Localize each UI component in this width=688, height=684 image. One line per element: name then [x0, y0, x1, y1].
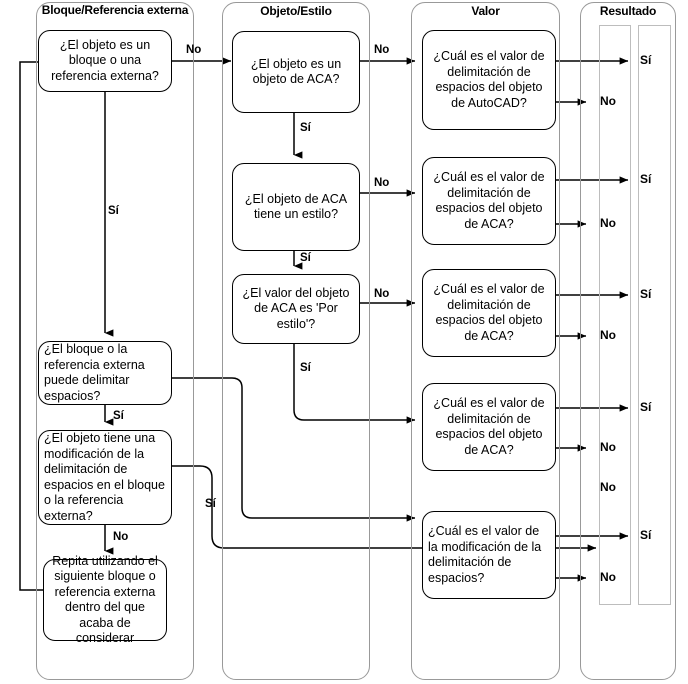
value-delimitacion-aca-3[interactable]: ¿Cuál es el valor de delimitación de esp… — [422, 383, 556, 471]
node-text: ¿El valor del objeto de ACA es 'Por esti… — [242, 285, 350, 331]
lane-title-resultado: Resultado — [599, 4, 657, 18]
decision-valor-es-por-estilo[interactable]: ¿El valor del objeto de ACA es 'Por esti… — [232, 274, 360, 344]
value-delimitacion-aca-2[interactable]: ¿Cuál es el valor de delimitación de esp… — [422, 269, 556, 357]
process-repita-siguiente-bloque[interactable]: Repita utilizando el siguiente bloque o … — [43, 554, 167, 645]
lane-valor — [411, 2, 560, 680]
lane-title-valor: Valor — [471, 4, 500, 18]
value-delimitacion-aca-1[interactable]: ¿Cuál es el valor de delimitación de esp… — [422, 157, 556, 245]
edge-label-n6-si: Sí — [300, 252, 311, 264]
edge-label-n3-si: Sí — [205, 498, 216, 510]
lane-resultado — [580, 2, 676, 680]
result-label-1: Sí — [640, 53, 652, 67]
edge-label-n7-no: No — [374, 288, 390, 300]
edge-label-n3-no: No — [113, 531, 129, 543]
node-text: ¿Cuál es el valor de delimitación de esp… — [433, 396, 545, 457]
decision-objeto-aca-tiene-estilo[interactable]: ¿El objeto de ACA tiene un estilo? — [232, 163, 360, 251]
result-label-11: No — [600, 570, 616, 584]
node-text: ¿El bloque o la referencia externa puede… — [44, 342, 145, 403]
edge-label-n1-no: No — [186, 44, 202, 56]
result-label-2: No — [600, 94, 616, 108]
decision-objeto-es-bloque[interactable]: ¿El objeto es un bloque o una referencia… — [38, 30, 172, 92]
lane-objeto-estilo — [222, 2, 370, 680]
node-text: ¿Cuál es el valor de delimitación de esp… — [433, 170, 545, 231]
edge-label-n6-no: No — [374, 177, 390, 189]
value-delimitacion-autocad[interactable]: ¿Cuál es el valor de delimitación de esp… — [422, 30, 556, 130]
edge-label-n5-no: No — [374, 44, 390, 56]
result-label-9: No — [600, 480, 616, 494]
decision-objeto-tiene-modificacion[interactable]: ¿El objeto tiene una modificación de la … — [38, 430, 172, 525]
edge-label-n7-si: Sí — [300, 362, 311, 374]
lane-title-objeto: Objeto/Estilo — [260, 4, 332, 18]
edge-label-n1-si: Sí — [108, 205, 119, 217]
node-text: ¿El objeto tiene una modificación de la … — [44, 431, 165, 523]
result-label-5: Sí — [640, 287, 652, 301]
result-column-no — [599, 25, 631, 605]
node-text: ¿El objeto es un objeto de ACA? — [250, 56, 342, 87]
node-text: ¿El objeto es un bloque o una referencia… — [51, 37, 159, 83]
value-modificacion-delimitacion[interactable]: ¿Cuál es el valor de la modificación de … — [422, 511, 556, 599]
node-text: ¿Cuál es el valor de la modificación de … — [428, 524, 542, 585]
result-label-3: Sí — [640, 172, 652, 186]
decision-bloque-puede-delimitar[interactable]: ¿El bloque o la referencia externa puede… — [38, 341, 172, 405]
edge-label-n2-si: Sí — [113, 410, 124, 422]
lane-bloque-referencia-externa — [36, 2, 194, 680]
edge-label-n5-si: Sí — [300, 122, 311, 134]
result-label-6: No — [600, 328, 616, 342]
result-label-10: Sí — [640, 528, 652, 542]
result-label-7: Sí — [640, 400, 652, 414]
lane-title-bloque: Bloque/Referencia externa — [41, 3, 189, 17]
node-text: ¿Cuál es el valor de delimitación de esp… — [433, 282, 545, 343]
result-label-4: No — [600, 216, 616, 230]
result-label-8: No — [600, 440, 616, 454]
decision-objeto-es-aca[interactable]: ¿El objeto es un objeto de ACA? — [232, 31, 360, 113]
node-text: ¿El objeto de ACA tiene un estilo? — [244, 191, 348, 222]
node-text: ¿Cuál es el valor de delimitación de esp… — [433, 49, 545, 110]
result-column-si — [638, 25, 671, 605]
node-text: Repita utilizando el siguiente bloque o … — [52, 553, 158, 646]
